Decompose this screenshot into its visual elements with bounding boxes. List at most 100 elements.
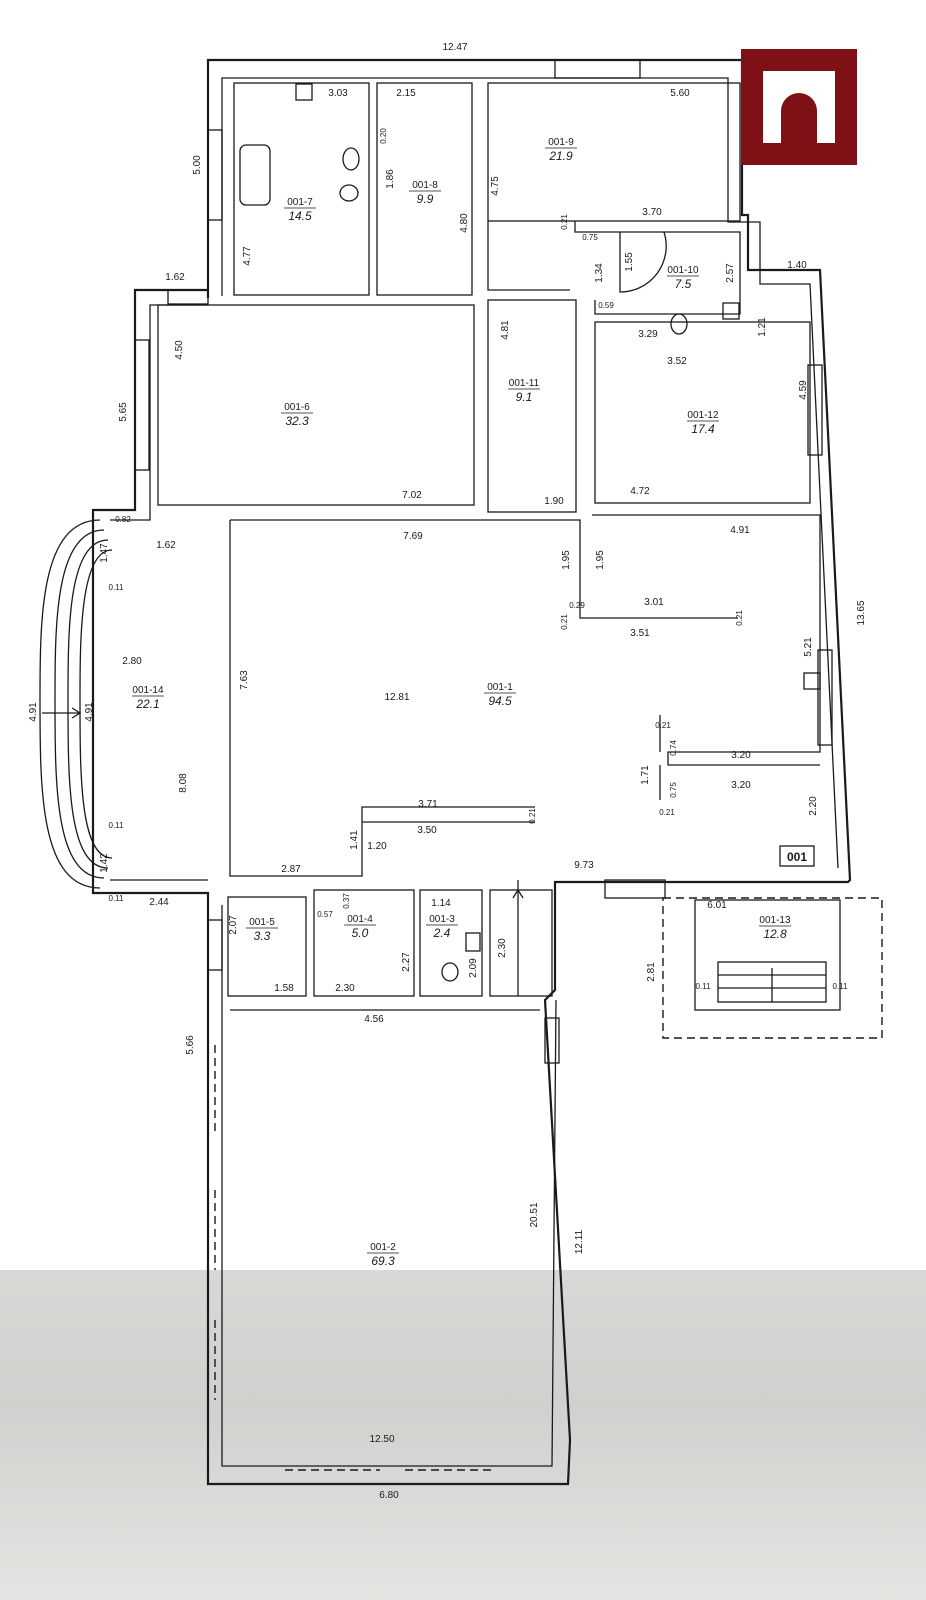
dimension-label: 13.65 [856,600,867,625]
dimension-label: 1.90 [544,496,564,507]
dimension-label: 2.27 [401,952,412,972]
dimension-label: 0.21 [560,614,569,630]
dimension-label: 5.60 [670,88,690,99]
dimension-label: 6.01 [707,900,727,911]
room-area: 9.9 [417,192,434,206]
dimension-label: 3.50 [417,825,437,836]
room-id: 001-14 [132,685,164,696]
room-id: 001-11 [509,378,540,389]
dimension-label: 1.41 [349,830,360,850]
dimension-label: 1.95 [595,550,606,570]
dimension-label: 0.11 [109,583,125,592]
dimension-label: 12.47 [442,42,467,53]
dimension-label: 0.11 [109,894,125,903]
room-id: 001-13 [759,915,791,926]
room-area: 7.5 [675,277,692,291]
dimension-label: 2.44 [149,897,169,908]
room-area: 5.0 [352,926,369,940]
dimension-label: 1.40 [787,260,807,271]
dimension-label: 3.01 [644,597,664,608]
dimension-label: 5.65 [118,402,129,422]
room-label: 001-32.4 [426,914,458,940]
dimension-label: 7.69 [403,531,423,542]
room-label: 001-119.1 [508,378,540,404]
dimension-label: 7.63 [239,670,250,690]
dimension-label: 5.66 [185,1035,196,1055]
dimension-label: 2.81 [646,962,657,982]
dimension-label: 0.57 [317,910,333,919]
dimension-label: 0.20 [379,128,388,144]
room-area: 12.8 [763,927,787,941]
room-label: 001-194.5 [484,682,516,708]
room-id: 001-3 [429,914,455,925]
room-area: 94.5 [488,694,512,708]
room-area: 17.4 [691,422,715,436]
room-id: 001-2 [370,1242,396,1253]
dimension-label: 3.52 [667,356,687,367]
dimension-label: 0.29 [569,601,585,610]
dimension-label: 1.71 [640,765,651,785]
dimension-label: 20.51 [529,1202,540,1227]
room-label: 001-45.0 [344,914,376,940]
dimension-label: 4.80 [459,213,470,233]
dimension-label: 6.80 [379,1490,399,1501]
room-id: 001-5 [249,917,275,928]
dimension-label: 4.50 [174,340,185,360]
dimension-label: 1.62 [165,272,185,283]
dimension-label: 0.59 [598,301,614,310]
dimension-label: 2.07 [228,915,239,935]
dimension-label: 4.91 [730,525,750,536]
dimension-label: 1.86 [385,169,396,189]
dimension-label: 0.21 [560,214,569,230]
dimension-label: 4.81 [500,320,511,340]
paper-background [0,1270,926,1600]
dimension-label: 2.20 [808,796,819,816]
dimension-label: 0.37 [342,893,351,909]
room-label: 001-53.3 [246,917,278,943]
dimension-label: 3.20 [731,780,751,791]
dimension-label: 1.21 [757,317,768,337]
dimension-label: 0.11 [109,821,125,830]
room-area: 21.9 [548,149,573,163]
dimension-label: 7.02 [402,490,422,501]
dimension-label: 9.73 [574,860,594,871]
dimension-label: 3.51 [630,628,650,639]
room-label: 001-269.3 [367,1242,399,1268]
room-area: 14.5 [288,209,312,223]
outer-walls [91,58,852,1486]
dimension-label: 1.34 [594,263,605,283]
dimension-label: 1.47 [99,543,110,563]
dimension-label: 12.11 [574,1229,585,1254]
room-area: 3.3 [254,929,271,943]
dimension-label: 0.21 [655,721,671,730]
dimension-label: 1.14 [431,898,451,909]
room-label: 001-89.9 [409,180,441,206]
dimension-label: 12.50 [369,1434,394,1445]
dimension-label: 2.80 [122,656,142,667]
room-label: 001-921.9 [545,137,577,163]
dimension-label: 0.21 [735,610,744,626]
dimension-label: 4.91 [84,702,95,722]
dimension-label: 0.82 [115,515,131,524]
dimension-label: 0.21 [528,808,537,824]
dimension-label: 12.81 [384,692,409,703]
dimension-label: 2.57 [725,263,736,283]
dimension-label: 4.75 [490,176,501,196]
room-area: 69.3 [371,1254,395,1268]
dimension-label: 1.95 [561,550,572,570]
dimension-label: 4.72 [630,486,650,497]
dimension-label: 2.15 [396,88,416,99]
dimension-label: 0.75 [669,782,678,798]
room-area: 32.3 [285,414,309,428]
room-area: 2.4 [433,926,451,940]
dimension-label: 3.71 [418,799,438,810]
room-id: 001-8 [412,180,438,191]
dimension-label: 2.30 [497,938,508,958]
dimension-label: 8.08 [178,773,189,793]
